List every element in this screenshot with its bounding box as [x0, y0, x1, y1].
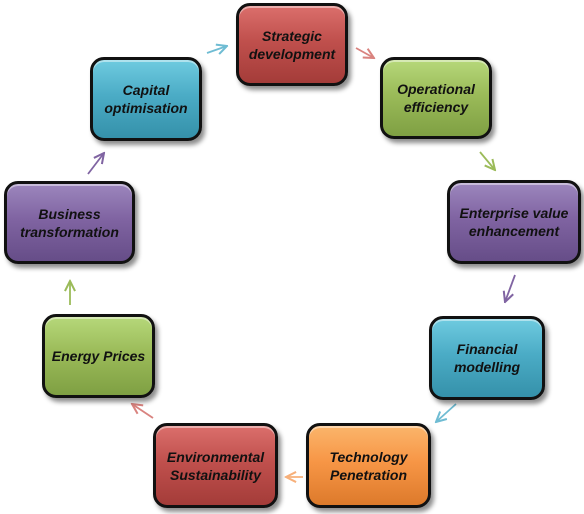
node-enterprise-value-enhancement: Enterprise value enhancement [447, 180, 581, 264]
node-label: Strategic development [248, 27, 336, 62]
arrow-capital-optimisation-to-strategic-development [206, 46, 227, 53]
node-operational-efficiency: Operational efficiency [380, 57, 492, 139]
node-label: Enterprise value enhancement [459, 205, 569, 239]
node-label: Operational efficiency [397, 81, 475, 115]
node-strategic-development: Strategic development [236, 3, 348, 86]
arrow-operational-efficiency-to-enterprise-value-enhancement [479, 151, 495, 170]
arrow-environmental-sustainability-to-energy-prices [132, 404, 154, 419]
node-technology-penetration: Technology Penetration [306, 423, 431, 508]
node-environmental-sustainability: Environmental Sustainability [153, 423, 278, 508]
node-capital-optimisation: Capital optimisation [90, 57, 202, 141]
node-business-transformation: Business transformation [4, 181, 135, 264]
node-financial-modelling: Financial modelling [429, 316, 545, 400]
node-label: Energy Prices [51, 348, 146, 364]
node-label: Technology Penetration [329, 448, 408, 483]
arrow-business-transformation-to-capital-optimisation [87, 153, 104, 175]
node-label: Environmental Sustainability [166, 448, 265, 483]
node-energy-prices: Energy Prices [42, 314, 155, 398]
arrow-financial-modelling-to-technology-penetration [436, 403, 457, 422]
arrow-enterprise-value-enhancement-to-financial-modelling [505, 274, 516, 302]
node-label: Financial modelling [453, 341, 521, 375]
node-label: Capital optimisation [104, 82, 188, 116]
node-label: Business transformation [20, 205, 119, 240]
arrow-strategic-development-to-operational-efficiency [355, 47, 374, 58]
